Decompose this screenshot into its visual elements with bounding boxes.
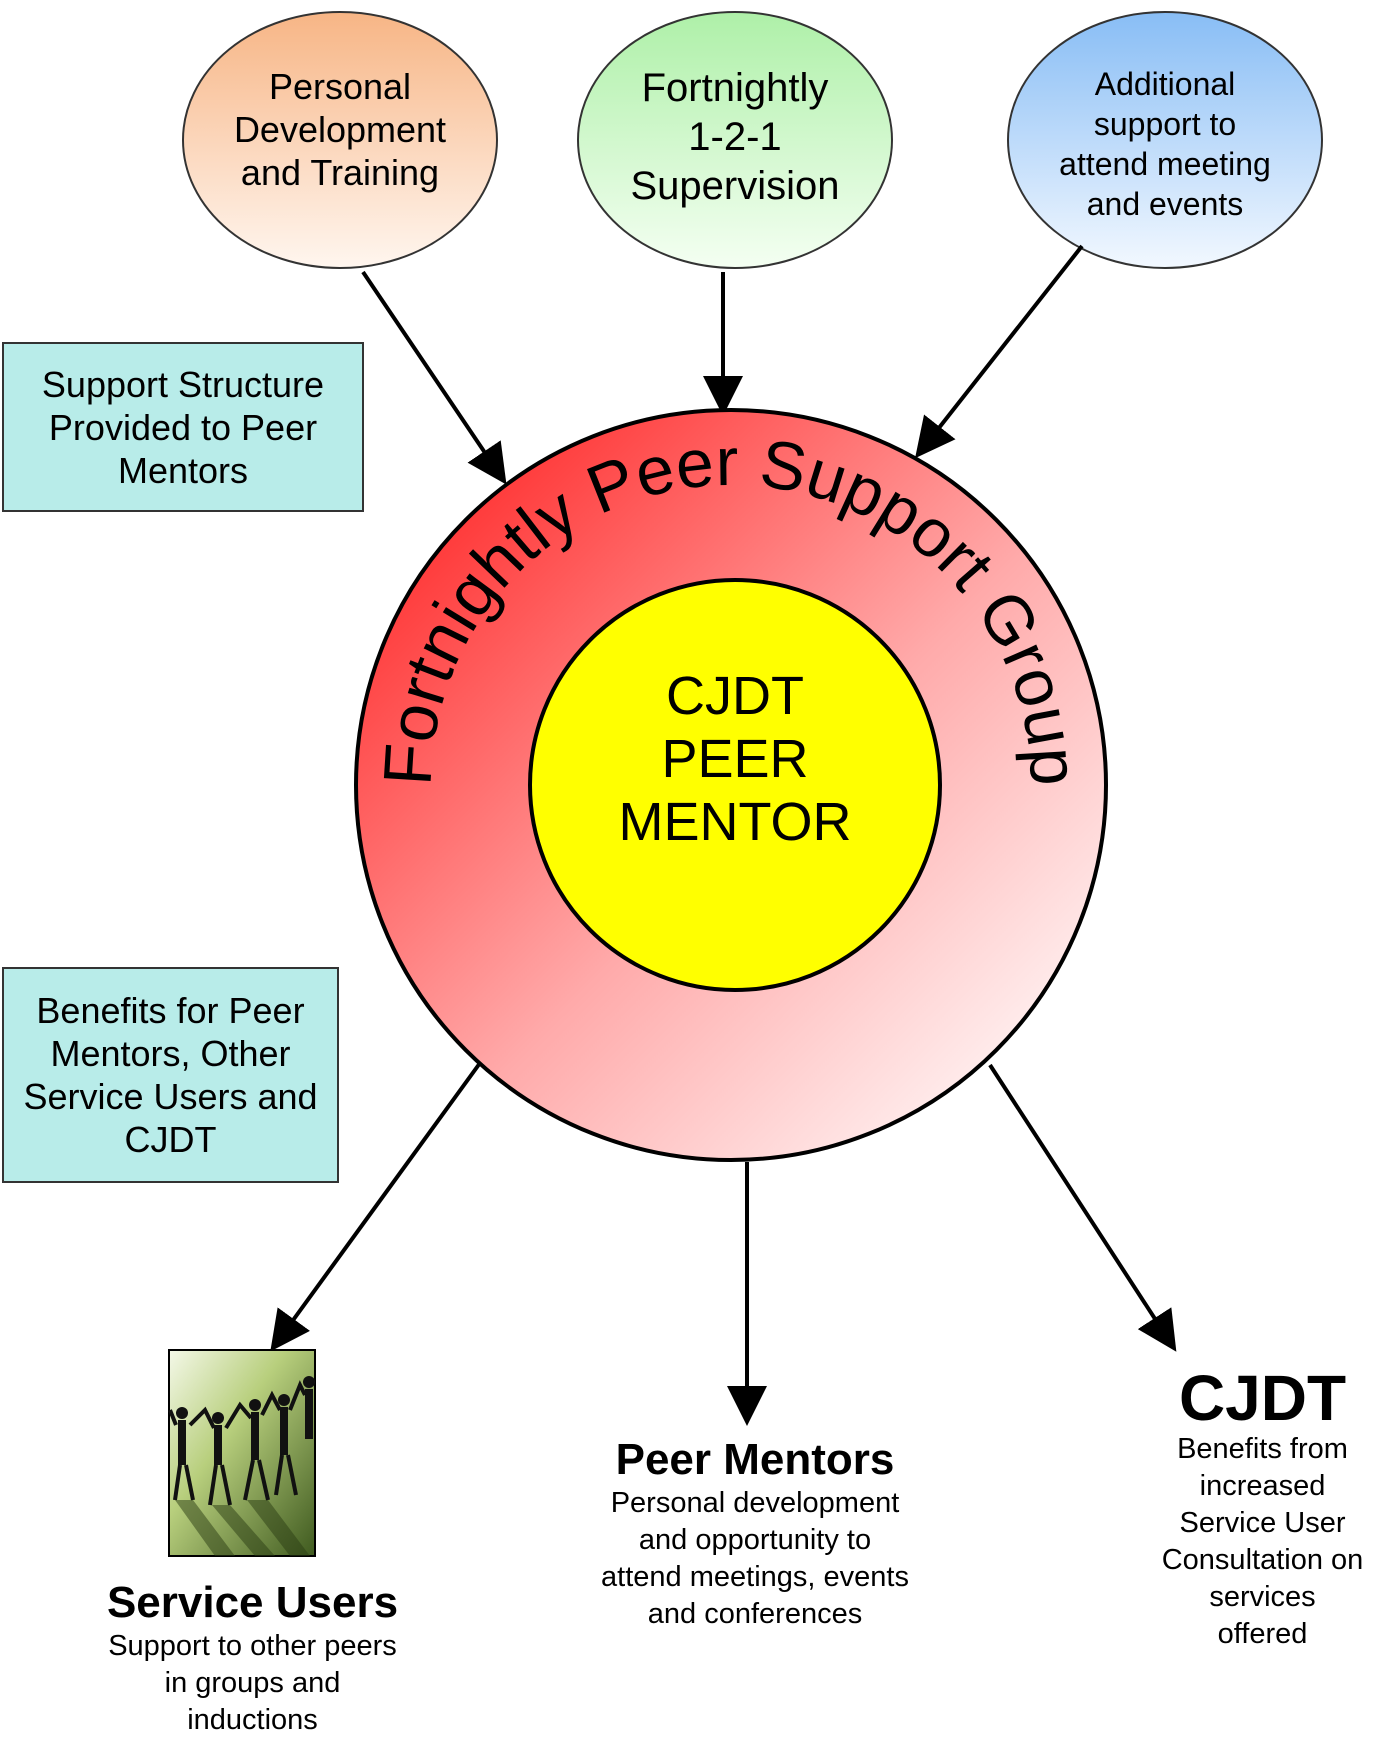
line: Additional — [1094, 66, 1236, 102]
peer-mentor-circle — [528, 578, 942, 992]
line: Service User — [1179, 1507, 1346, 1539]
line: Development — [233, 109, 447, 151]
line: PEER — [661, 729, 809, 789]
line: Benefits from — [1177, 1433, 1348, 1465]
line: attend meeting — [1059, 146, 1271, 182]
line: and conferences — [647, 1598, 863, 1630]
people-holding-hands-icon — [168, 1349, 316, 1557]
line: services — [1209, 1581, 1316, 1613]
line: Personal — [268, 66, 412, 107]
label-personal-development: Personal Development and Training — [210, 65, 470, 195]
line: increased — [1199, 1470, 1326, 1502]
line: Support to other peers — [108, 1630, 397, 1662]
center-label: CJDT PEER MENTOR — [585, 665, 885, 854]
line: support to — [1093, 106, 1237, 142]
line: 1-2-1 — [688, 115, 782, 159]
line: and opportunity to — [638, 1524, 872, 1556]
line: Supervision — [630, 164, 840, 208]
line: and events — [1086, 186, 1244, 222]
benefits-box: Benefits for Peer Mentors, Other Service… — [2, 967, 339, 1183]
line: Personal development — [610, 1487, 900, 1519]
support-structure-text: Support Structure Provided to Peer Mento… — [41, 363, 325, 491]
cjdt-block: CJDT Benefits from increased Service Use… — [1120, 1365, 1376, 1653]
benefits-text: Benefits for Peer Mentors, Other Service… — [23, 990, 318, 1160]
ellipse-additional-support — [1007, 11, 1323, 269]
line: Consultation on — [1161, 1544, 1364, 1576]
peer-mentors-block: Peer Mentors Personal development and op… — [565, 1435, 945, 1633]
peer-mentors-title: Peer Mentors — [615, 1435, 895, 1484]
service-users-title: Service Users — [106, 1578, 399, 1627]
ellipse-personal-development — [182, 11, 498, 269]
arrow-group-to-service-users — [270, 1061, 482, 1352]
line: inductions — [187, 1704, 318, 1736]
cjdt-title: CJDT — [1178, 1362, 1347, 1434]
line: attend meetings, events — [601, 1561, 909, 1593]
arrow-group-to-cjdt — [988, 1063, 1177, 1352]
ellipse-fortnightly-supervision — [577, 11, 893, 269]
line: MENTOR — [618, 792, 852, 852]
line: in groups and — [164, 1667, 341, 1699]
arrow-additional-to-group — [915, 244, 1084, 459]
label-fortnightly-supervision: Fortnightly 1-2-1 Supervision — [605, 64, 865, 211]
support-structure-box: Support Structure Provided to Peer Mento… — [2, 342, 364, 512]
label-additional-support: Additional support to attend meeting and… — [1030, 64, 1300, 224]
arrow-personal-to-group — [361, 270, 507, 485]
line: CJDT — [666, 666, 804, 726]
service-users-block: Service Users Support to other peers in … — [70, 1578, 435, 1739]
line: offered — [1217, 1618, 1308, 1650]
line: Fortnightly — [641, 66, 829, 110]
line: and Training — [240, 152, 440, 194]
